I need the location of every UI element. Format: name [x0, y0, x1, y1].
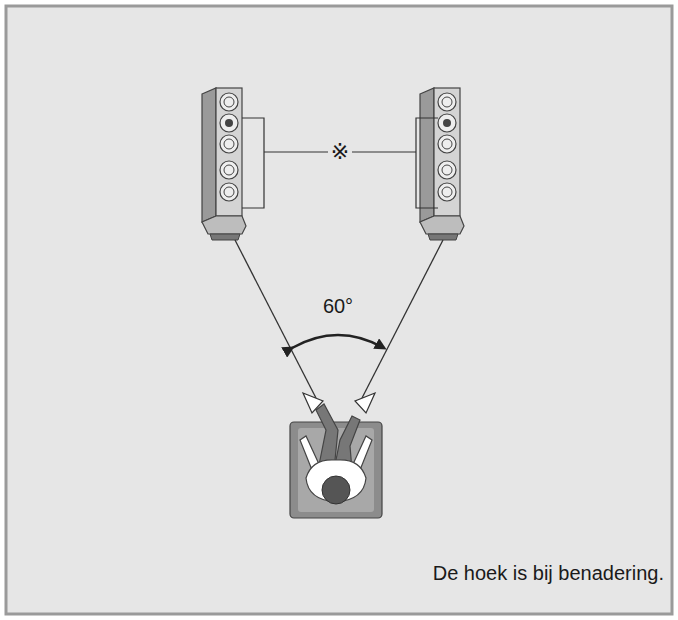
note-text: De hoek is bij benadering. — [433, 562, 664, 584]
right-speaker — [420, 88, 464, 240]
distance-symbol: ※ — [328, 140, 352, 164]
angle-arc — [292, 335, 384, 348]
left-speaker — [202, 88, 246, 240]
frame — [6, 6, 672, 614]
distance-bracket — [242, 118, 438, 208]
angle-label: 60° — [323, 295, 353, 317]
listener-marker — [355, 393, 375, 413]
sight-lines — [235, 240, 443, 398]
listener — [290, 404, 382, 518]
